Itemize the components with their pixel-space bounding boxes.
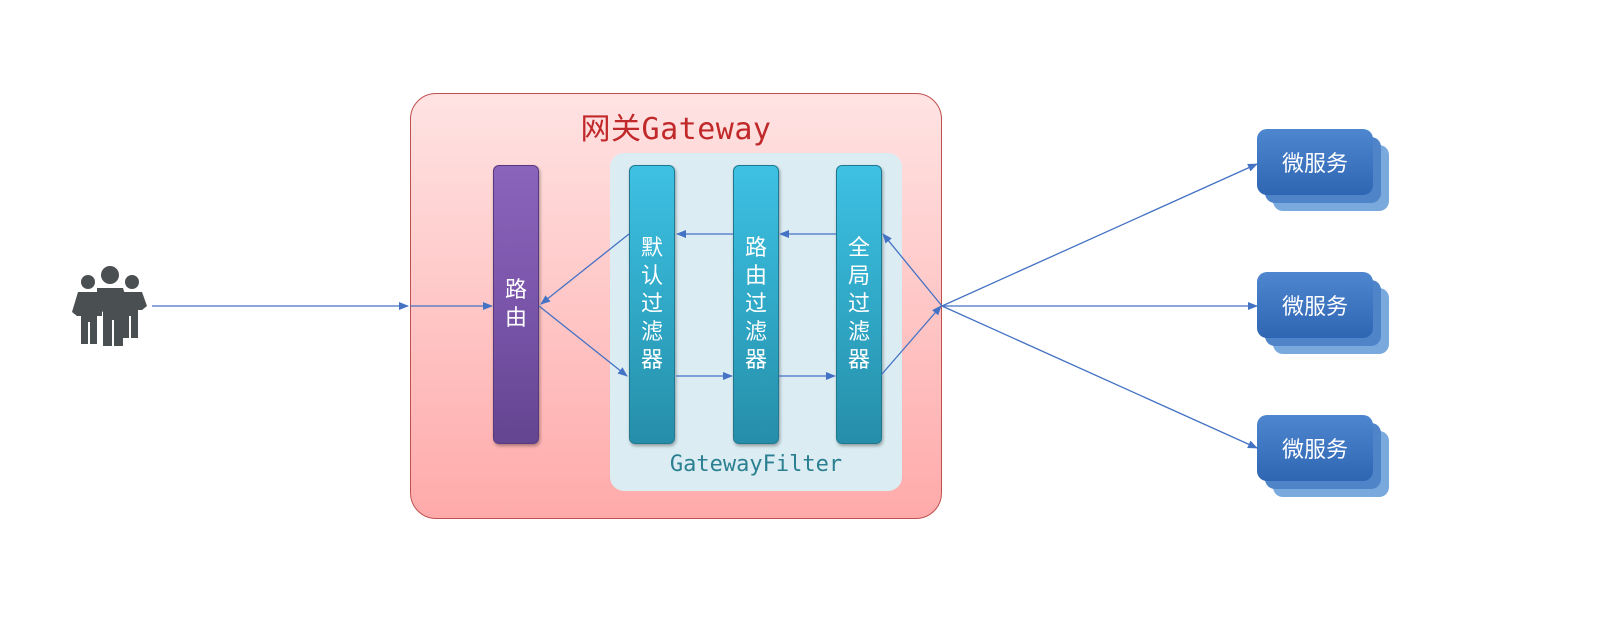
route-bar-label: 路由 [504, 277, 527, 331]
microservice-stack: 微服务 [1257, 272, 1389, 354]
microservice-label: 微服务 [1257, 272, 1373, 338]
global-filter-label: 全局过滤器 [847, 235, 870, 373]
global-filter-bar: 全局过滤器 [836, 165, 882, 444]
gateway-filter-label: GatewayFilter [669, 452, 843, 477]
route-filter-bar: 路由过滤器 [733, 165, 779, 444]
route-filter-label: 路由过滤器 [744, 235, 767, 373]
default-filter-bar: 默认过滤器 [629, 165, 675, 444]
default-filter-label: 默认过滤器 [640, 235, 663, 373]
route-bar: 路由 [493, 165, 539, 444]
arrow-to-ms3 [941, 305, 1258, 449]
microservice-label: 微服务 [1257, 415, 1373, 481]
arrow-to-ms1 [941, 163, 1258, 307]
microservice-label: 微服务 [1257, 129, 1373, 195]
users-group-icon [72, 266, 147, 346]
gateway-title: 网关Gateway [580, 112, 772, 147]
microservice-stack: 微服务 [1257, 415, 1389, 497]
microservice-stack: 微服务 [1257, 129, 1389, 211]
